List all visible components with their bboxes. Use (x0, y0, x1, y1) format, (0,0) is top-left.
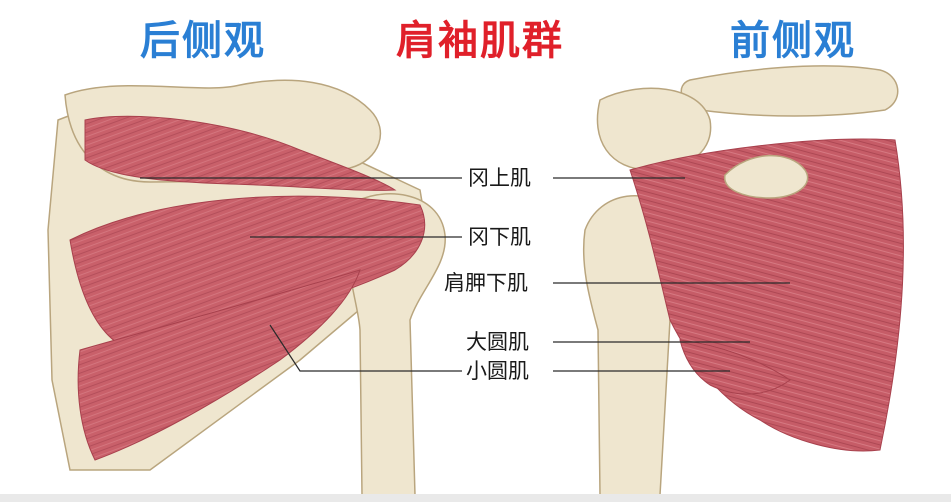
anterior-acromion (596, 87, 712, 171)
leader-teres-minor-left (269, 324, 462, 372)
anterior-coracoid-top (724, 154, 809, 199)
label-infraspinatus: 冈下肌 (465, 224, 534, 250)
title-rotator-cuff: 肩袖肌群 (396, 18, 564, 64)
label-supraspinatus: 冈上肌 (465, 165, 534, 191)
posterior-teres (77, 269, 361, 461)
posterior-supraspinatus (84, 115, 397, 191)
posterior-view (47, 79, 446, 496)
title-anterior-view: 前侧观 (730, 18, 856, 64)
label-teres-minor: 小圆肌 (463, 358, 532, 384)
title-posterior-view: 后侧观 (140, 18, 266, 64)
label-subscapularis: 肩胛下肌 (441, 270, 531, 296)
anterior-view (582, 65, 904, 496)
anterior-clavicle (680, 65, 899, 117)
anterior-subscapularis (629, 138, 904, 452)
leader-lines (140, 177, 790, 372)
label-teres-major: 大圆肌 (463, 329, 532, 355)
bottom-strip (0, 494, 951, 502)
